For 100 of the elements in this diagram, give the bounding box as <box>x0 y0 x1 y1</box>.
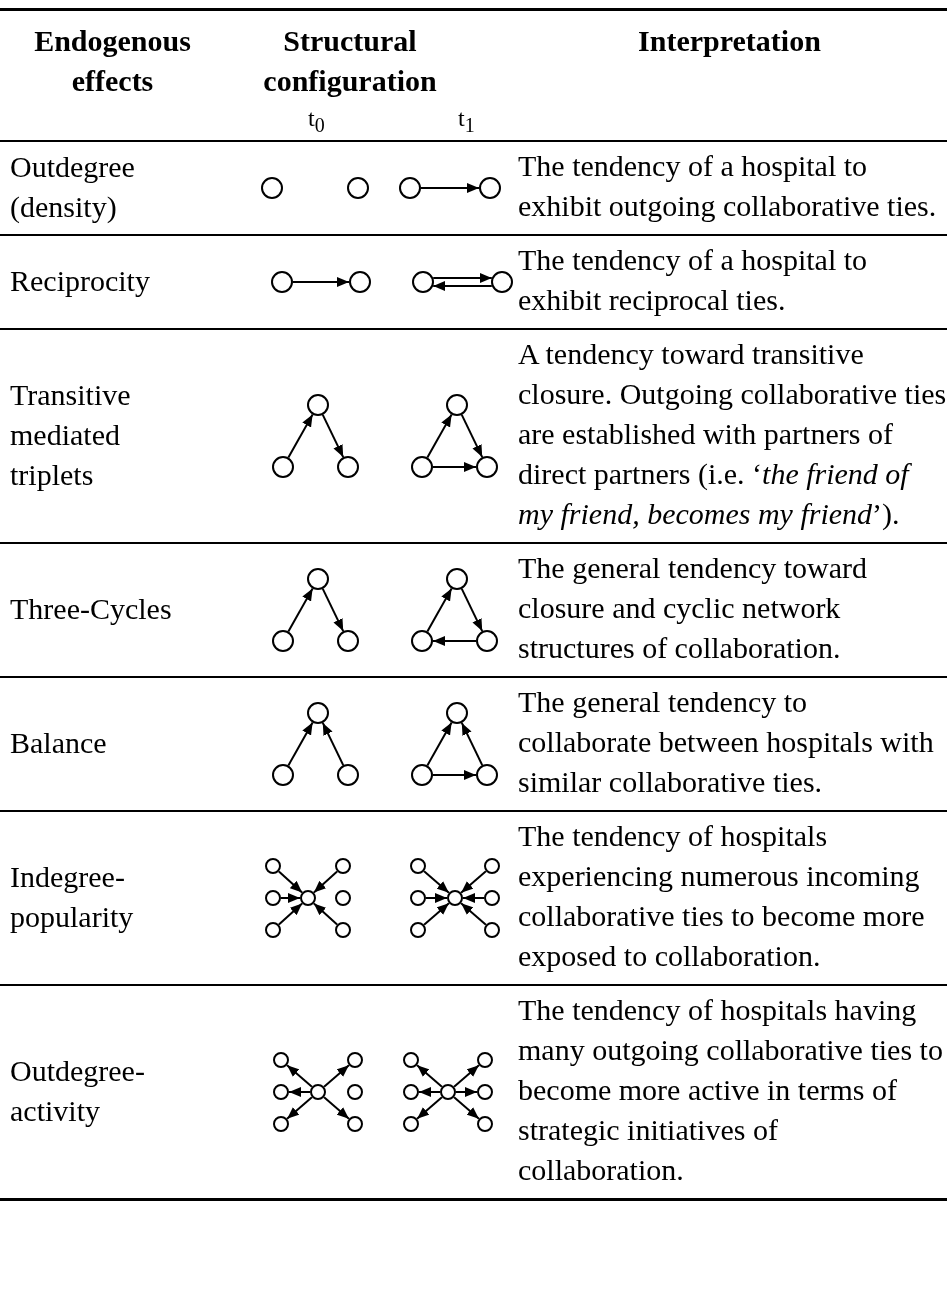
network-node <box>265 890 281 906</box>
network-node <box>273 1052 289 1068</box>
column-header: Interpretation <box>637 23 822 59</box>
network-node <box>476 456 498 478</box>
interpretation-text: The general tendency to collaborate between hospitals with similar collaborative ties. <box>517 684 935 800</box>
network-node <box>265 858 281 874</box>
time-label: t$_{1}$ <box>458 104 475 138</box>
tie-arrow <box>432 273 493 283</box>
interpretation-text: The tendency of hospitals having many outgoing collaborative ties to become more active in terms of strategic initiatives of collaboration. <box>517 992 944 1188</box>
network-node <box>337 630 359 652</box>
network-node <box>410 890 426 906</box>
tie-arrow <box>432 281 493 291</box>
tie-arrow <box>292 277 350 287</box>
network-node <box>410 922 426 938</box>
network-node <box>403 1052 419 1068</box>
network-node <box>271 271 293 293</box>
network-node <box>273 1116 289 1132</box>
network-node <box>273 1084 289 1100</box>
network-node <box>272 764 294 786</box>
tie-arrow <box>460 870 487 894</box>
network-node <box>335 922 351 938</box>
network-node <box>337 456 359 478</box>
network-node <box>349 271 371 293</box>
tie-arrow <box>312 870 339 894</box>
network-node <box>307 568 329 590</box>
column-header: Structural configuration <box>262 23 438 99</box>
effect-name: Outdegree-activity <box>10 1053 146 1129</box>
effect-name: Three-Cycles <box>10 591 173 627</box>
tie-arrow <box>432 636 477 646</box>
network-node <box>403 1116 419 1132</box>
tie-arrow <box>423 870 450 894</box>
network-node <box>335 858 351 874</box>
network-node <box>307 702 329 724</box>
network-node <box>477 1084 493 1100</box>
tie-arrow <box>460 413 484 459</box>
network-node <box>477 1052 493 1068</box>
network-node <box>410 858 426 874</box>
network-node <box>261 177 283 199</box>
tie-arrow <box>321 721 345 767</box>
tie-arrow <box>453 1064 480 1088</box>
network-node <box>347 1084 363 1100</box>
network-node <box>337 764 359 786</box>
time-label: t$_{0}$ <box>308 104 325 138</box>
network-node <box>479 177 501 199</box>
network-node <box>347 177 369 199</box>
tie-arrow <box>432 462 477 472</box>
tie-arrow <box>455 1087 478 1097</box>
tie-arrow <box>416 1096 443 1120</box>
effect-name: Balance <box>10 725 108 761</box>
network-node <box>347 1116 363 1132</box>
network-node <box>440 1084 456 1100</box>
tie-arrow <box>323 1064 350 1088</box>
tie-arrow <box>286 1064 313 1088</box>
network-node <box>484 858 500 874</box>
tie-arrow <box>321 413 345 459</box>
network-node <box>403 1084 419 1100</box>
tie-arrow <box>280 893 301 903</box>
network-node <box>484 922 500 938</box>
network-node <box>411 456 433 478</box>
network-node <box>411 764 433 786</box>
network-node <box>272 456 294 478</box>
network-node <box>310 1084 326 1100</box>
network-node <box>476 630 498 652</box>
tie-arrow <box>321 587 345 633</box>
effect-name: Reciprocity <box>10 263 151 299</box>
network-node <box>446 394 468 416</box>
network-node <box>447 890 463 906</box>
network-node <box>272 630 294 652</box>
network-node <box>477 1116 493 1132</box>
tie-arrow <box>287 413 314 459</box>
interpretation-text: The general tendency toward closure and cyclic network structures of collaboration. <box>517 550 868 666</box>
interpretation-text: The tendency of a hospital to exhibit reciprocal ties. <box>517 242 869 318</box>
network-node <box>335 890 351 906</box>
tie-arrow <box>462 893 485 903</box>
network-node <box>491 271 513 293</box>
tie-arrow <box>460 902 487 926</box>
column-header: Endogenous effects <box>33 23 192 99</box>
tie-arrow <box>288 1087 311 1097</box>
network-node <box>412 271 434 293</box>
tie-arrow <box>287 587 314 633</box>
effect-name: Indegree-popularity <box>10 859 135 935</box>
effect-name: Outdegree (density) <box>10 149 136 225</box>
tie-arrow <box>460 587 484 633</box>
tie-arrow <box>287 721 314 767</box>
interpretation-text: A tendency toward transitive closure. Outgoing collaborative ties are established with partners of direct partners (i.e. ‘the friend of my friend, becomes my friend’). <box>517 336 947 532</box>
tie-arrow <box>460 721 484 767</box>
tie-arrow <box>286 1096 313 1120</box>
tie-arrow <box>425 893 448 903</box>
interpretation-text: The tendency of a hospital to exhibit outgoing collaborative ties. <box>517 148 938 224</box>
tie-arrow <box>312 902 339 926</box>
tie-arrow <box>420 183 480 193</box>
tie-arrow <box>323 1096 350 1120</box>
tie-arrow <box>453 1096 480 1120</box>
network-node <box>476 764 498 786</box>
network-node <box>446 702 468 724</box>
tie-arrow <box>426 587 453 633</box>
network-node <box>300 890 316 906</box>
network-node <box>265 922 281 938</box>
interpretation-text: The tendency of hospitals experiencing numerous incoming collaborative ties to become more exposed to collaboration. <box>517 818 926 974</box>
effect-name: Transitive mediated triplets <box>10 377 132 493</box>
